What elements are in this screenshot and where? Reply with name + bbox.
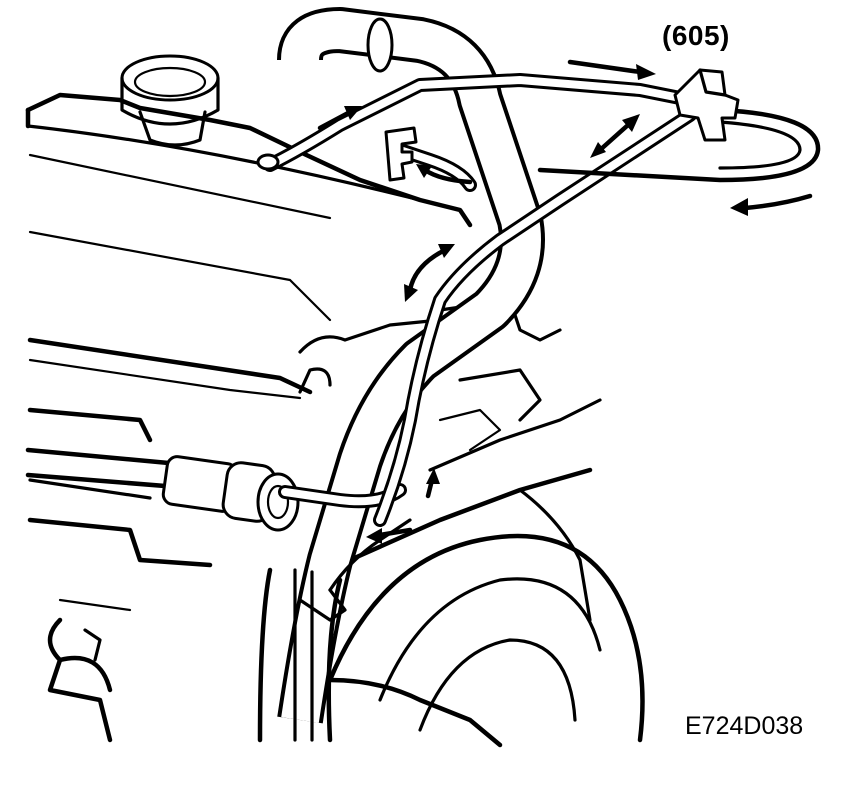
intake-hose bbox=[257, 7, 545, 743]
part-reference-label: (605) bbox=[662, 20, 730, 51]
figure-code-label: E724D038 bbox=[685, 712, 804, 740]
control-cables bbox=[256, 73, 821, 622]
oil-filler-cap bbox=[120, 54, 220, 147]
wheel-arch bbox=[327, 533, 645, 748]
clip-605 bbox=[673, 68, 740, 142]
movement-arrows bbox=[317, 59, 813, 544]
engine-block bbox=[25, 92, 602, 743]
